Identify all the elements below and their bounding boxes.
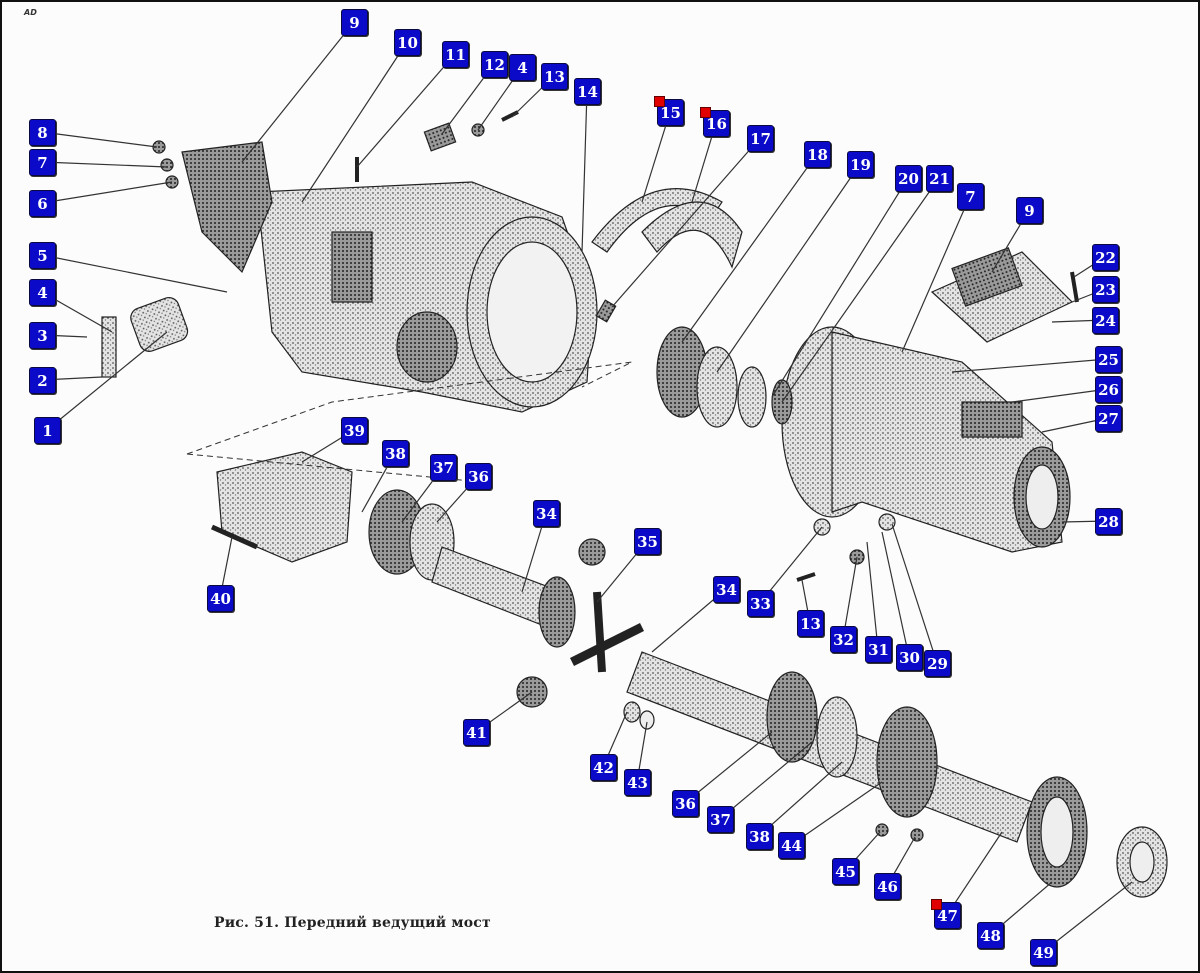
callout-46[interactable]: 46: [874, 873, 901, 900]
callout-20[interactable]: 20: [895, 165, 922, 192]
leader-line: [881, 531, 910, 658]
callout-2[interactable]: 2: [29, 367, 56, 394]
callout-16[interactable]: 16: [700, 107, 730, 137]
callout-45[interactable]: 45: [832, 858, 859, 885]
callout-36[interactable]: 36: [465, 463, 492, 490]
leader-line: [41, 254, 228, 293]
differential-housing: [216, 451, 353, 563]
callout-27[interactable]: 27: [1095, 405, 1122, 432]
leader-line: [684, 731, 773, 804]
callout-37[interactable]: 37: [707, 806, 734, 833]
callout-1[interactable]: 1: [34, 417, 61, 444]
leader-line: [581, 90, 588, 253]
callout-28[interactable]: 28: [1095, 508, 1122, 535]
callout-5[interactable]: 5: [29, 242, 56, 269]
leader-line: [946, 831, 1003, 916]
callout-29[interactable]: 29: [924, 650, 951, 677]
callout-33[interactable]: 33: [747, 590, 774, 617]
callout-3[interactable]: 3: [29, 322, 56, 349]
callout-34[interactable]: 34: [713, 576, 740, 603]
leader-line: [866, 541, 879, 650]
callout-7[interactable]: 7: [957, 183, 984, 210]
callout-23[interactable]: 23: [1092, 276, 1119, 303]
red-marker-icon: [654, 96, 665, 107]
callout-21[interactable]: 21: [926, 165, 953, 192]
callout-8[interactable]: 8: [29, 119, 56, 146]
leader-line: [681, 153, 818, 343]
callout-39[interactable]: 39: [341, 417, 368, 444]
callout-12[interactable]: 12: [481, 51, 508, 78]
callout-32[interactable]: 32: [830, 626, 857, 653]
callout-4[interactable]: 4: [509, 54, 536, 81]
leader-line: [1042, 881, 1133, 953]
leader-line: [951, 358, 1109, 373]
leader-line: [41, 131, 158, 148]
leader-line: [716, 163, 861, 373]
callout-36[interactable]: 36: [672, 790, 699, 817]
callout-17[interactable]: 17: [747, 125, 774, 152]
callout-38[interactable]: 38: [746, 823, 773, 850]
callout-6[interactable]: 6: [29, 190, 56, 217]
callout-7[interactable]: 7: [29, 149, 56, 176]
leader-line: [781, 177, 940, 403]
callout-35[interactable]: 35: [634, 528, 661, 555]
callout-47[interactable]: 47: [931, 899, 961, 929]
callout-44[interactable]: 44: [778, 832, 805, 859]
callout-11[interactable]: 11: [442, 41, 469, 68]
callout-40[interactable]: 40: [207, 585, 234, 612]
callout-38[interactable]: 38: [382, 440, 409, 467]
callout-10[interactable]: 10: [394, 29, 421, 56]
callout-25[interactable]: 25: [1095, 346, 1122, 373]
callout-19[interactable]: 19: [847, 151, 874, 178]
callout-30[interactable]: 30: [896, 644, 923, 671]
callout-34[interactable]: 34: [533, 500, 560, 527]
callout-42[interactable]: 42: [590, 754, 617, 781]
leader-line: [611, 137, 761, 308]
callout-15[interactable]: 15: [654, 96, 684, 126]
leader-line: [1011, 388, 1109, 403]
callout-49[interactable]: 49: [1030, 939, 1057, 966]
left-bracket: [181, 141, 273, 274]
leader-line: [758, 761, 843, 837]
red-marker-icon: [700, 107, 711, 118]
leader-line: [46, 331, 168, 431]
leader-line: [356, 53, 456, 168]
leader-line: [719, 741, 813, 820]
callout-13[interactable]: 13: [797, 610, 824, 637]
callout-48[interactable]: 48: [977, 922, 1004, 949]
figure-caption: Рис. 51. Передний ведущий мост: [214, 915, 491, 931]
callout-24[interactable]: 24: [1092, 307, 1119, 334]
leader-line: [241, 21, 355, 163]
leader-line: [41, 161, 168, 168]
callout-31[interactable]: 31: [865, 636, 892, 663]
leader-line: [901, 195, 971, 353]
callout-37[interactable]: 37: [430, 454, 457, 481]
callout-26[interactable]: 26: [1095, 376, 1122, 403]
callout-4[interactable]: 4: [29, 279, 56, 306]
right-housing: [831, 331, 1063, 553]
red-marker-icon: [931, 899, 942, 910]
leader-line: [301, 41, 408, 203]
callout-41[interactable]: 41: [463, 719, 490, 746]
callout-43[interactable]: 43: [624, 769, 651, 796]
callout-22[interactable]: 22: [1092, 244, 1119, 271]
leader-line: [891, 523, 938, 664]
corner-mark: AD: [24, 8, 37, 17]
leader-line: [842, 556, 858, 640]
leader-line: [641, 111, 671, 203]
callout-9[interactable]: 9: [1016, 197, 1043, 224]
callout-14[interactable]: 14: [574, 78, 601, 105]
leader-line: [41, 181, 173, 204]
callout-18[interactable]: 18: [804, 141, 831, 168]
leader-line: [790, 781, 883, 846]
callout-13[interactable]: 13: [541, 63, 568, 90]
leader-line: [771, 177, 909, 398]
callout-9[interactable]: 9: [341, 9, 368, 36]
